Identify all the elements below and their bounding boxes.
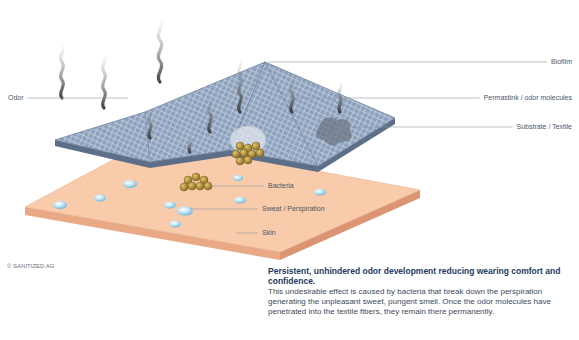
sweat-droplets — [53, 175, 326, 228]
biofilm-bubble — [230, 126, 266, 165]
leader-line — [345, 127, 512, 128]
copyright-note: © SANITIZED AG — [5, 262, 56, 270]
sweat-label: Sweat / Perspiration — [260, 205, 327, 213]
leader-line — [236, 233, 258, 234]
caption-text: This undesirable effect is caused by bac… — [268, 287, 574, 317]
odor-wisps — [61, 19, 342, 152]
odor-label: Odor — [6, 94, 26, 102]
leader-line — [210, 186, 264, 187]
bacteria-cluster — [180, 173, 212, 191]
skin-slab — [25, 140, 420, 260]
leader-line — [268, 62, 547, 63]
leader-line — [190, 209, 258, 210]
textile-label: Substrate / Textile — [514, 123, 574, 131]
biofilm-label: Biofilm — [549, 58, 574, 66]
leader-line — [28, 98, 128, 99]
leader-lines — [28, 62, 547, 233]
heading: Persistent, unhindered odor development … — [268, 266, 574, 286]
skin-label: Skin — [260, 229, 278, 237]
odor-molecule-label: Permastink / odor molecules — [482, 94, 574, 102]
bacteria-label: Bacteria — [266, 182, 296, 190]
leader-line — [290, 98, 480, 99]
odor-molecule-blob — [316, 117, 352, 145]
